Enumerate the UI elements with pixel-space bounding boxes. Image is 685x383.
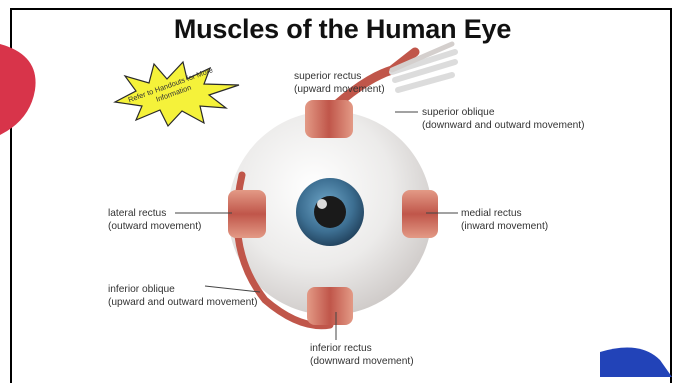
label-name: medial rectus <box>461 207 548 220</box>
label-name: inferior oblique <box>108 283 258 296</box>
handouts-callout: Refer to Handouts for More Information <box>112 58 242 128</box>
label-action: (downward and outward movement) <box>422 119 585 132</box>
pupil-highlight <box>317 199 327 209</box>
label-superior-oblique: superior oblique (downward and outward m… <box>422 106 585 132</box>
label-name: inferior rectus <box>310 342 414 355</box>
label-lateral-rectus: lateral rectus (outward movement) <box>108 207 201 233</box>
label-action: (downward movement) <box>310 355 414 368</box>
label-inferior-rectus: inferior rectus (downward movement) <box>310 342 414 368</box>
label-action: (inward movement) <box>461 220 548 233</box>
label-name: superior oblique <box>422 106 585 119</box>
label-medial-rectus: medial rectus (inward movement) <box>461 207 548 233</box>
page-title: Muscles of the Human Eye <box>0 14 685 45</box>
label-action: (outward movement) <box>108 220 201 233</box>
medial-rectus-muscle <box>402 190 438 238</box>
label-inferior-oblique: inferior oblique (upward and outward mov… <box>108 283 258 309</box>
blue-corner-accent <box>600 348 672 378</box>
label-superior-rectus: superior rectus (upward movement) <box>294 70 385 96</box>
inferior-rectus-muscle <box>307 287 353 325</box>
label-action: (upward movement) <box>294 83 385 96</box>
label-name: superior rectus <box>294 70 385 83</box>
lateral-rectus-muscle <box>228 190 266 238</box>
label-name: lateral rectus <box>108 207 201 220</box>
red-corner-accent <box>0 44 36 135</box>
label-action: (upward and outward movement) <box>108 296 258 309</box>
superior-rectus-muscle <box>305 100 353 138</box>
